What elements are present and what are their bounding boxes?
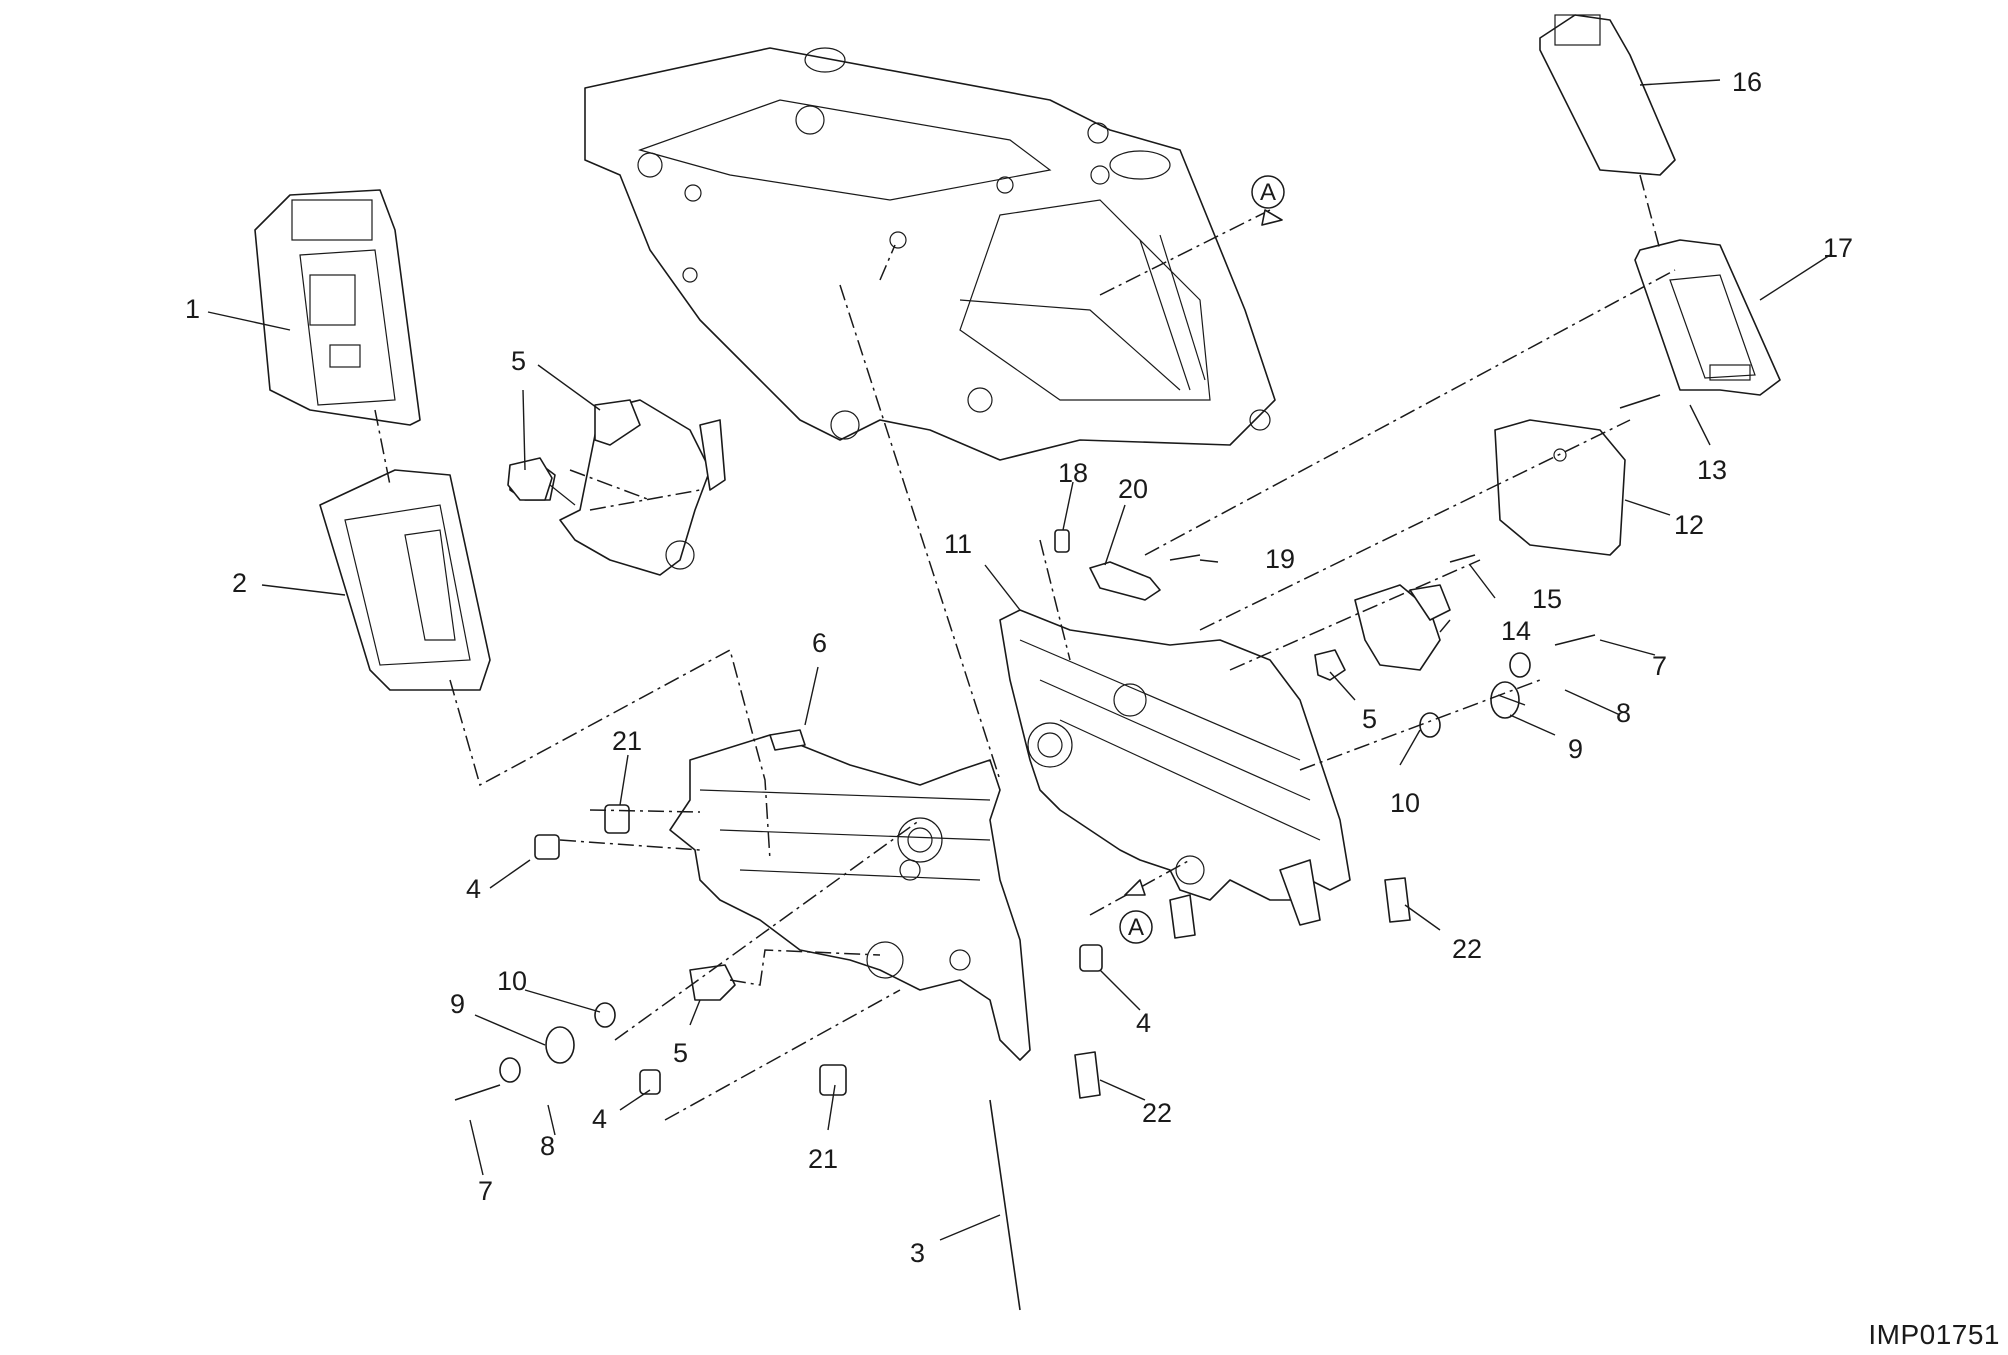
callout-15: 15: [1532, 584, 1562, 614]
callout-10: 10: [1390, 788, 1420, 818]
reference-marker-top: A: [1251, 175, 1285, 209]
reference-arrows: [1124, 209, 1283, 896]
callout-4: 4: [592, 1104, 607, 1134]
leader-lines: [207, 79, 1831, 1241]
module-12: [1494, 419, 1626, 556]
callout-1: 1: [185, 294, 200, 324]
reference-marker-label: A: [1260, 179, 1276, 206]
callout-21: 21: [612, 726, 642, 756]
callout-8: 8: [540, 1131, 555, 1161]
frame-drawing: [584, 47, 1276, 461]
assembly-lines: [374, 174, 1676, 1121]
callout-17: 17: [1823, 233, 1853, 263]
reference-marker-bottom: A: [1119, 910, 1153, 944]
callout-7: 7: [478, 1176, 493, 1206]
callout-22: 22: [1142, 1098, 1172, 1128]
ecu-housing-17: [1634, 239, 1781, 396]
callout-6: 6: [812, 628, 827, 658]
callout-22: 22: [1452, 934, 1482, 964]
callout-20: 20: [1118, 474, 1148, 504]
sensor-5-right: [1314, 649, 1346, 681]
callout-19: 19: [1265, 544, 1295, 574]
callout-7: 7: [1652, 651, 1667, 681]
hardware: [454, 394, 1661, 1311]
callout-8: 8: [1616, 698, 1631, 728]
callout-21: 21: [808, 1144, 838, 1174]
callout-14: 14: [1501, 616, 1531, 646]
callout-12: 12: [1674, 510, 1704, 540]
reference-marker-label: A: [1128, 914, 1144, 941]
drawing-code: IMP01751: [1868, 1319, 2000, 1350]
callout-18: 18: [1058, 458, 1088, 488]
callout-2: 2: [232, 568, 247, 598]
callout-9: 9: [1568, 734, 1583, 764]
callout-3: 3: [910, 1238, 925, 1268]
callout-5: 5: [673, 1038, 688, 1068]
callout-16: 16: [1732, 67, 1762, 97]
callout-5: 5: [1362, 704, 1377, 734]
right-bracket-11: [999, 609, 1351, 939]
callout-numbers: 1 2 3 4 4 4 5 5 5 5 6 7 7 8 8 9 9 10 10 …: [185, 67, 1853, 1268]
ecu-unit-1: [254, 189, 421, 426]
sensor-14: [1354, 584, 1451, 671]
callout-9: 9: [450, 989, 465, 1019]
callout-11: 11: [944, 529, 972, 559]
callout-5: 5: [511, 346, 526, 376]
callout-4: 4: [466, 874, 481, 904]
callout-13: 13: [1697, 455, 1727, 485]
sensor-5-upper-left: [507, 457, 553, 501]
callout-10: 10: [497, 966, 527, 996]
left-bracket-6: [669, 729, 1031, 1061]
ecu-unit-16: [1539, 14, 1676, 176]
callout-4: 4: [1136, 1008, 1151, 1038]
ecu-housing-2: [319, 469, 491, 691]
bracket-20: [1089, 561, 1161, 601]
sensor-5-lower: [689, 964, 736, 1001]
